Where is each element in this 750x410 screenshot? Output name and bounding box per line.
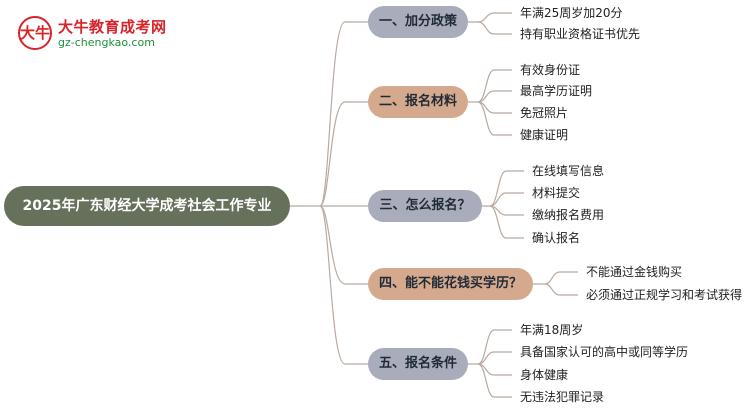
branch-bonus-policy: 一、加分政策: [368, 6, 468, 38]
leaf-item: 必须通过正规学习和考试获得: [586, 288, 743, 302]
leaf-item: 在线填写信息: [532, 164, 605, 178]
root-topic: 2025年广东财经大学成考社会工作专业: [4, 186, 290, 226]
branch-how-to-register: 三、怎么报名？: [368, 190, 482, 222]
leaf-item: 最高学历证明: [520, 84, 593, 98]
branch-requirements: 五、报名条件: [368, 348, 468, 380]
leaf-item: 健康证明: [520, 128, 569, 142]
site-logo[interactable]: 大牛 大牛教育成考网 gz-chengkao.com: [18, 14, 188, 54]
branch-materials: 二、报名材料: [368, 86, 468, 118]
leaf-item: 确认报名: [532, 231, 581, 245]
leaf-item: 材料提交: [532, 186, 581, 200]
logo-name: 大牛教育成考网: [58, 18, 167, 36]
leaf-item: 身体健康: [520, 368, 569, 382]
branch-buy-degree: 四、能不能花钱买学历？: [368, 268, 533, 300]
leaf-item: 缴纳报名费用: [532, 208, 605, 222]
leaf-item: 具备国家认可的高中或同等学历: [520, 345, 689, 359]
leaf-item: 无违法犯罪记录: [520, 390, 605, 404]
leaf-item: 免冠照片: [520, 106, 569, 120]
leaf-item: 有效身份证: [520, 63, 581, 77]
leaf-item: 年满25周岁加20分: [520, 6, 623, 20]
leaf-item: 持有职业资格证书优先: [520, 27, 641, 41]
leaf-item: 不能通过金钱购买: [586, 265, 683, 279]
logo-badge-icon: 大牛: [18, 16, 52, 50]
leaf-item: 年满18周岁: [520, 323, 584, 337]
logo-url: gz-chengkao.com: [58, 36, 155, 49]
